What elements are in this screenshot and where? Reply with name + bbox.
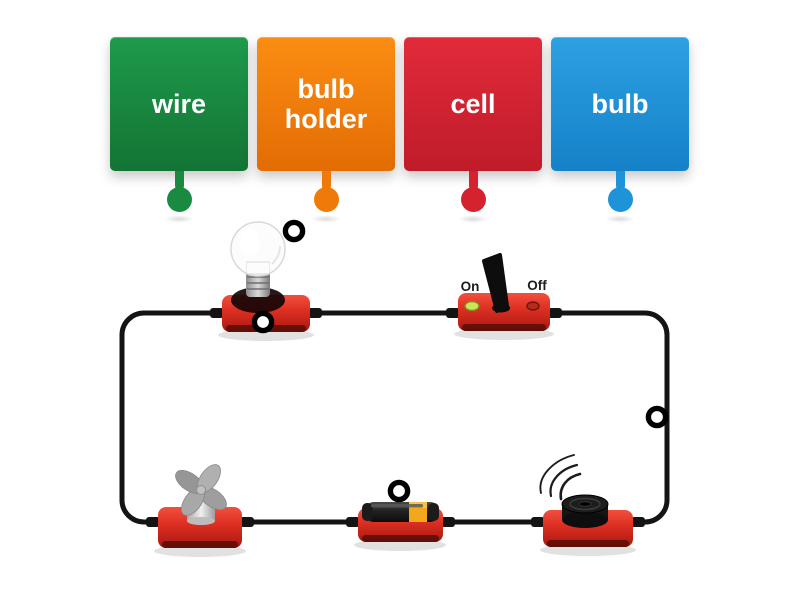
pin-stem	[615, 171, 625, 190]
pin-shadow	[164, 215, 194, 223]
fan-motor	[158, 464, 242, 548]
switch-on-label: On	[461, 279, 480, 294]
switch-off-label: Off	[527, 278, 547, 293]
pin-shadow	[311, 215, 341, 223]
switch-on-led	[464, 300, 480, 312]
sound-waves-icon	[539, 454, 582, 501]
wire-stubs	[146, 308, 645, 527]
pin-shadow	[605, 215, 635, 223]
label-tile-bulb-holder[interactable]: bulb holder	[257, 37, 395, 223]
answer-point-bulb-holder[interactable]	[251, 310, 275, 334]
cell-battery	[358, 502, 443, 542]
battery-icon	[362, 502, 439, 522]
tile-pin[interactable]	[551, 171, 689, 257]
pin-stem	[321, 171, 331, 190]
label-tile-bulb[interactable]: bulb	[551, 37, 689, 223]
pin-dot[interactable]	[607, 187, 633, 212]
fan-propeller-icon	[175, 464, 227, 516]
bulb	[230, 221, 286, 297]
pin-stem	[468, 171, 478, 190]
tile-label: bulb holder	[284, 73, 368, 134]
answer-point-cell[interactable]	[387, 479, 411, 503]
pin-dot[interactable]	[460, 187, 486, 212]
tile-label: cell	[450, 88, 496, 119]
buzzer	[539, 454, 633, 547]
tile-label: bulb	[591, 88, 649, 119]
answer-point-bulb[interactable]	[282, 219, 306, 243]
pin-dot[interactable]	[166, 187, 192, 212]
answer-point-wire[interactable]	[645, 405, 669, 429]
tile-pin[interactable]	[110, 171, 248, 257]
toggle-switch: On Off	[458, 253, 550, 331]
pin-dot[interactable]	[313, 187, 339, 212]
tile-pin[interactable]	[257, 171, 395, 257]
label-tile-wire[interactable]: wire	[110, 37, 248, 223]
pin-stem	[174, 171, 184, 190]
bulb-socket	[231, 287, 285, 313]
tile-pin[interactable]	[404, 171, 542, 257]
switch-off-led	[526, 301, 540, 311]
label-tile-cell[interactable]: cell	[404, 37, 542, 223]
pin-shadow	[458, 215, 488, 223]
switch-lever-icon	[482, 253, 509, 313]
buzzer-icon	[561, 494, 609, 528]
tile-label: wire	[151, 88, 207, 119]
